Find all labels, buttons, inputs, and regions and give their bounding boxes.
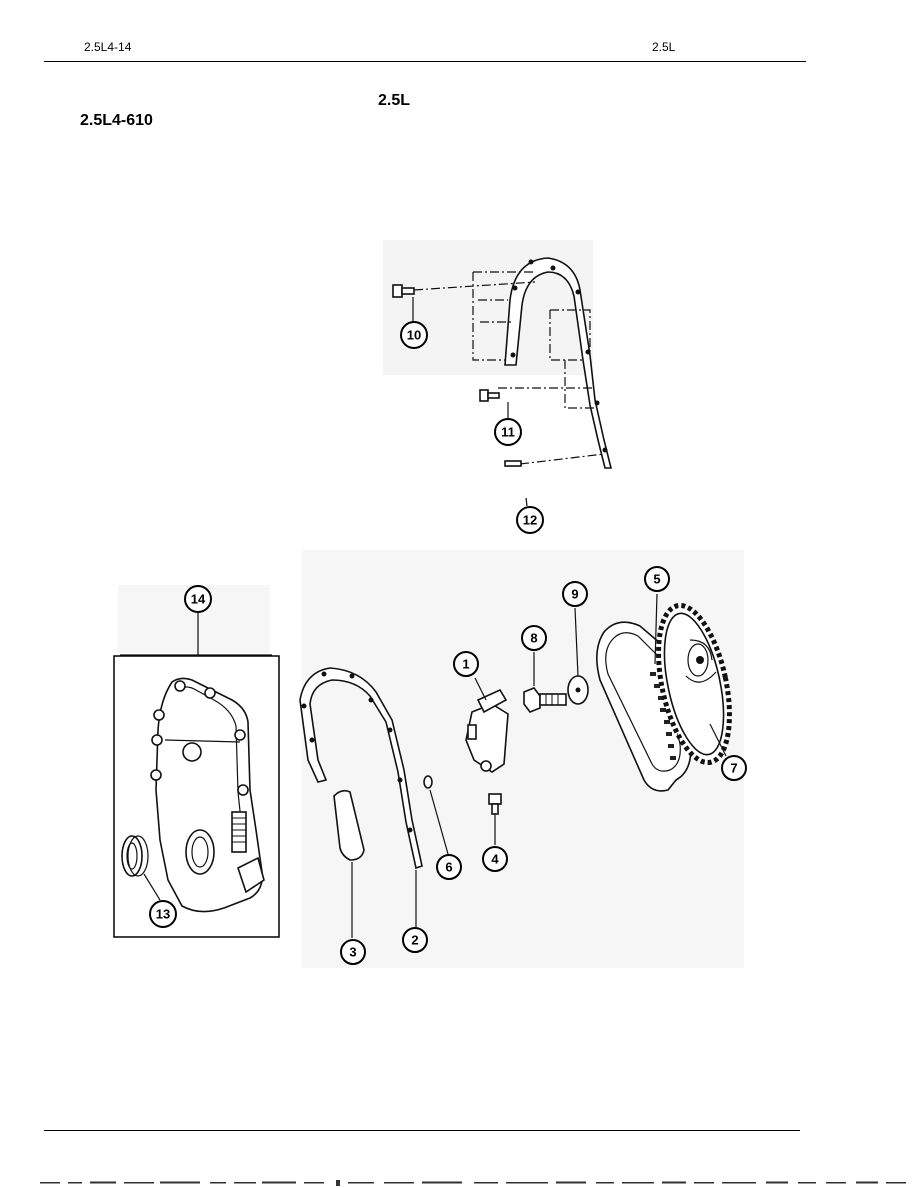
chain-damper-3 — [333, 789, 365, 861]
callout-2: 2 — [402, 927, 428, 953]
callout-4: 4 — [482, 846, 508, 872]
front-cover-gasket — [299, 667, 423, 870]
callout-3: 3 — [340, 939, 366, 965]
svg-text:12: 12 — [523, 513, 537, 528]
crankshaft-seal-13 — [121, 835, 149, 877]
washer-9 — [567, 675, 589, 705]
nut-6 — [423, 775, 433, 789]
svg-text:1: 1 — [462, 657, 469, 672]
callout-11: 11 — [494, 418, 522, 446]
svg-text:11: 11 — [501, 425, 515, 440]
callout-13: 13 — [149, 900, 177, 928]
scan-noise-strip — [40, 1180, 906, 1186]
bolt-10 — [392, 284, 415, 298]
callout-6: 6 — [436, 854, 462, 880]
callout-5: 5 — [644, 566, 670, 592]
svg-text:13: 13 — [156, 907, 170, 922]
scan-bg-upper — [383, 240, 593, 375]
timing-chain-group — [299, 593, 732, 938]
chain-tensioner-1 — [465, 688, 509, 773]
page-code: 2.5L4-14 — [84, 40, 132, 54]
stud-12 — [504, 460, 522, 467]
upper-gasket-group — [392, 257, 613, 507]
callout-7: 7 — [721, 755, 747, 781]
svg-text:5: 5 — [653, 572, 660, 587]
svg-text:14: 14 — [191, 592, 206, 607]
svg-text:6: 6 — [445, 860, 452, 875]
svg-text:9: 9 — [571, 587, 578, 602]
timing-cover-group — [113, 613, 280, 938]
header-rule — [44, 61, 806, 62]
callout-9: 9 — [562, 581, 588, 607]
callout-14: 14 — [184, 585, 212, 613]
header-engine-label: 2.5L — [652, 40, 676, 54]
bolt-8 — [523, 687, 567, 713]
callout-8: 8 — [521, 625, 547, 651]
bolt-11 — [479, 389, 500, 402]
footer-rule — [44, 1130, 800, 1131]
figure-id: 2.5L4-610 — [80, 112, 153, 129]
svg-text:8: 8 — [530, 631, 537, 646]
svg-text:3: 3 — [349, 945, 356, 960]
callout-1: 1 — [453, 651, 479, 677]
svg-text:2: 2 — [411, 933, 418, 948]
section-title: 2.5L — [378, 92, 411, 109]
upper-cover-gasket — [504, 257, 613, 469]
callout-10: 10 — [400, 321, 428, 349]
svg-text:7: 7 — [730, 761, 737, 776]
callout-12: 12 — [516, 506, 544, 534]
svg-text:10: 10 — [407, 328, 421, 343]
camshaft-sprocket-7 — [656, 602, 732, 766]
svg-text:4: 4 — [491, 852, 499, 867]
